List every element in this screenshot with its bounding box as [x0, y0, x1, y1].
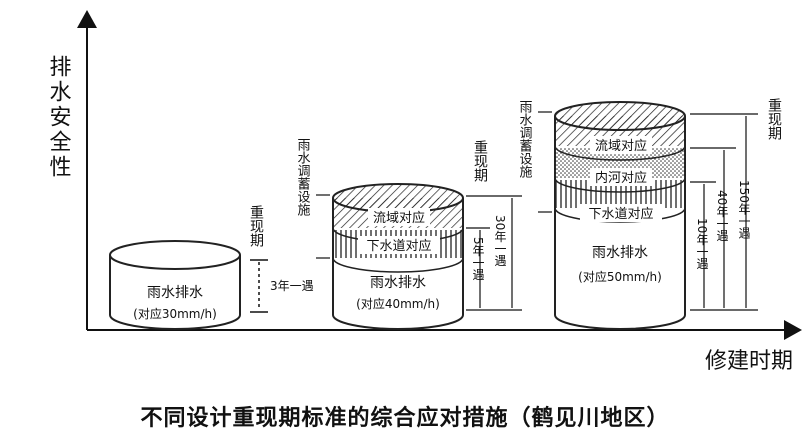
- stage2-drain-rate: (对应40mm/h): [356, 296, 440, 311]
- stage2-layer-sewer: 下水道对应: [366, 238, 431, 254]
- stage1-period-value: 3年一遇: [270, 279, 314, 293]
- x-axis-label: 修建时期: [705, 349, 793, 374]
- stage2-period-label: 重现期: [472, 140, 488, 183]
- stage2-storage: 雨水调蓄设施: [295, 138, 330, 259]
- stage3-cylinder: 流域对应 内河对应 下水道对应 雨水排水 (对应50mm/h): [554, 101, 686, 330]
- stage2-layer-basin: 流域对应: [373, 210, 425, 226]
- stage2-drain-label: 雨水排水: [370, 275, 426, 291]
- axes: 排水安全性 修建时期: [46, 10, 802, 374]
- stage3-period: 重现期 10年一遇 40年一遇 150年一遇: [690, 98, 782, 311]
- y-axis-label: 排水安全性: [46, 55, 72, 180]
- stage3-layer-basin: 流域对应: [595, 138, 647, 154]
- stage3-drain-label: 雨水排水: [592, 245, 648, 261]
- stage1-cylinder: 雨水排水 (对应30mm/h): [109, 240, 241, 330]
- stage3-period-a: 10年一遇: [695, 218, 709, 269]
- stage2-period-b: 30年一遇: [493, 215, 507, 266]
- stage2-period: 重现期 5年一遇 30年一遇: [466, 140, 522, 311]
- stage1-period: 重现期 3年一遇: [248, 205, 314, 313]
- stage2-cylinder: 流域对应 下水道对应 雨水排水 (对应40mm/h): [332, 183, 464, 330]
- stage3-period-label: 重现期: [766, 98, 782, 141]
- stage2-period-a: 5年一遇: [471, 237, 485, 281]
- caption: 不同设计重现期标准的综合应对措施（鹤见川地区）: [140, 406, 670, 431]
- stage1-drain-rate: (对应30mm/h): [133, 306, 217, 321]
- stage3-layer-river: 内河对应: [595, 170, 647, 186]
- stage3-drain-rate: (对应50mm/h): [578, 269, 662, 284]
- stage1-period-label: 重现期: [248, 205, 264, 248]
- stage1-drain-label: 雨水排水: [147, 285, 203, 301]
- stage3-period-b: 40年一遇: [715, 190, 729, 241]
- stage2-storage-label: 雨水调蓄设施: [295, 138, 311, 216]
- stage3-period-c: 150年一遇: [737, 180, 751, 239]
- stage3-storage-label: 雨水调蓄设施: [517, 100, 533, 178]
- stage3-layer-sewer: 下水道对应: [588, 206, 653, 222]
- stage3-storage: 雨水调蓄设施: [517, 100, 552, 213]
